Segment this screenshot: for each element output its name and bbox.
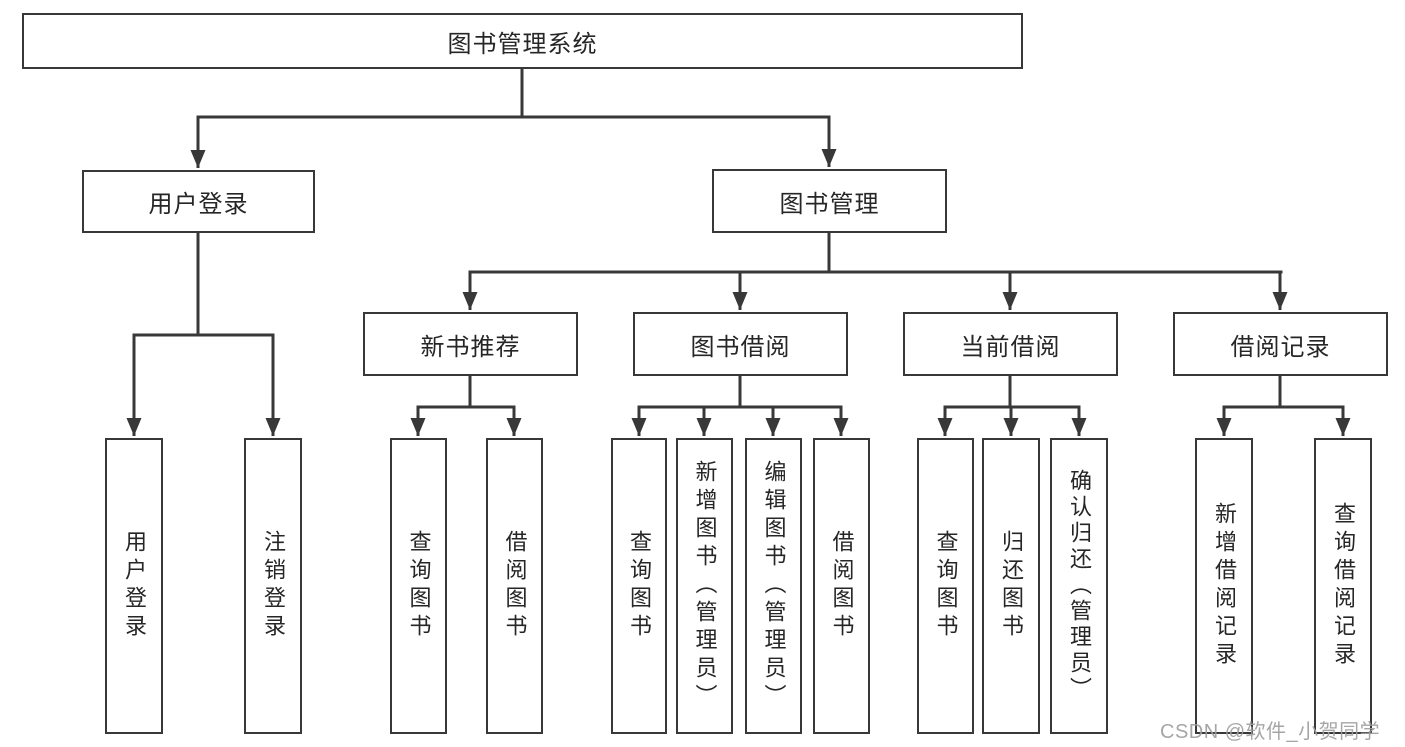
node-book-borrow-label: 图书借阅: [690, 333, 791, 361]
leaf-edit-book-admin: 编辑图书（管理员）: [745, 438, 802, 734]
leaf-edit-book-admin-label: 编辑图书（管理员）: [761, 460, 787, 712]
node-user-login: 用户登录: [82, 170, 315, 233]
node-book-management: 图书管理: [712, 169, 947, 233]
node-root: 图书管理系统: [22, 13, 1023, 69]
leaf-query-book-current-label: 查询图书: [933, 530, 959, 642]
leaf-logout-login: 注销登录: [244, 438, 302, 734]
node-book-borrow: 图书借阅: [633, 312, 848, 376]
watermark: CSDN @软件_小贺同学: [1160, 721, 1381, 743]
leaf-return-book: 归还图书: [982, 438, 1040, 734]
connector-userlogin-to-leaves: [132, 231, 275, 337]
node-root-label: 图书管理系统: [447, 30, 598, 58]
node-user-login-label: 用户登录: [148, 191, 249, 218]
node-current-borrow-label: 当前借阅: [960, 333, 1061, 361]
node-book-management-label: 图书管理: [779, 190, 880, 218]
leaf-query-book-recommend-label: 查询图书: [406, 530, 432, 642]
leaf-query-book-borrow-label: 查询图书: [627, 530, 652, 642]
node-borrow-records-label: 借阅记录: [1230, 333, 1331, 361]
connector-newbook-to-leaves: [416, 374, 516, 409]
leaf-return-book-label: 归还图书: [999, 530, 1024, 642]
leaf-add-borrow-record-label: 新增借阅记录: [1212, 502, 1237, 670]
connector-borrowrecords-to-leaves: [1222, 374, 1345, 409]
node-new-book-recommend-label: 新书推荐: [420, 333, 521, 361]
connector-bookmgmt-to-level3: [468, 231, 1283, 274]
connector-bookborrow-to-leaves: [637, 374, 843, 409]
leaf-query-book-current: 查询图书: [917, 438, 974, 734]
connector-currentborrow-to-leaves: [943, 374, 1081, 409]
leaf-query-book-borrow: 查询图书: [611, 438, 667, 734]
leaf-query-borrow-record: 查询借阅记录: [1314, 438, 1372, 734]
leaf-borrow-book-recommend: 借阅图书: [486, 438, 543, 734]
leaf-query-book-recommend: 查询图书: [390, 438, 447, 734]
leaf-user-login-label: 用户登录: [122, 530, 147, 642]
node-borrow-records: 借阅记录: [1173, 312, 1388, 376]
leaf-confirm-return-admin-label: 确认归还（管理员）: [1067, 469, 1092, 703]
connector-root-to-level2: [196, 67, 831, 119]
leaf-add-borrow-record: 新增借阅记录: [1195, 438, 1253, 734]
leaf-add-book-admin: 新增图书（管理员）: [676, 438, 733, 734]
node-current-borrow: 当前借阅: [903, 312, 1118, 376]
node-new-book-recommend: 新书推荐: [363, 312, 578, 376]
leaf-borrow-book-recommend-label: 借阅图书: [502, 530, 528, 642]
leaf-add-book-admin-label: 新增图书（管理员）: [692, 460, 718, 712]
leaf-query-borrow-record-label: 查询借阅记录: [1331, 502, 1356, 670]
leaf-confirm-return-admin: 确认归还（管理员）: [1050, 438, 1108, 734]
leaf-borrow-book-label: 借阅图书: [829, 530, 855, 642]
leaf-borrow-book: 借阅图书: [813, 438, 870, 734]
leaf-logout-login-label: 注销登录: [261, 530, 286, 642]
leaf-user-login: 用户登录: [105, 438, 163, 734]
